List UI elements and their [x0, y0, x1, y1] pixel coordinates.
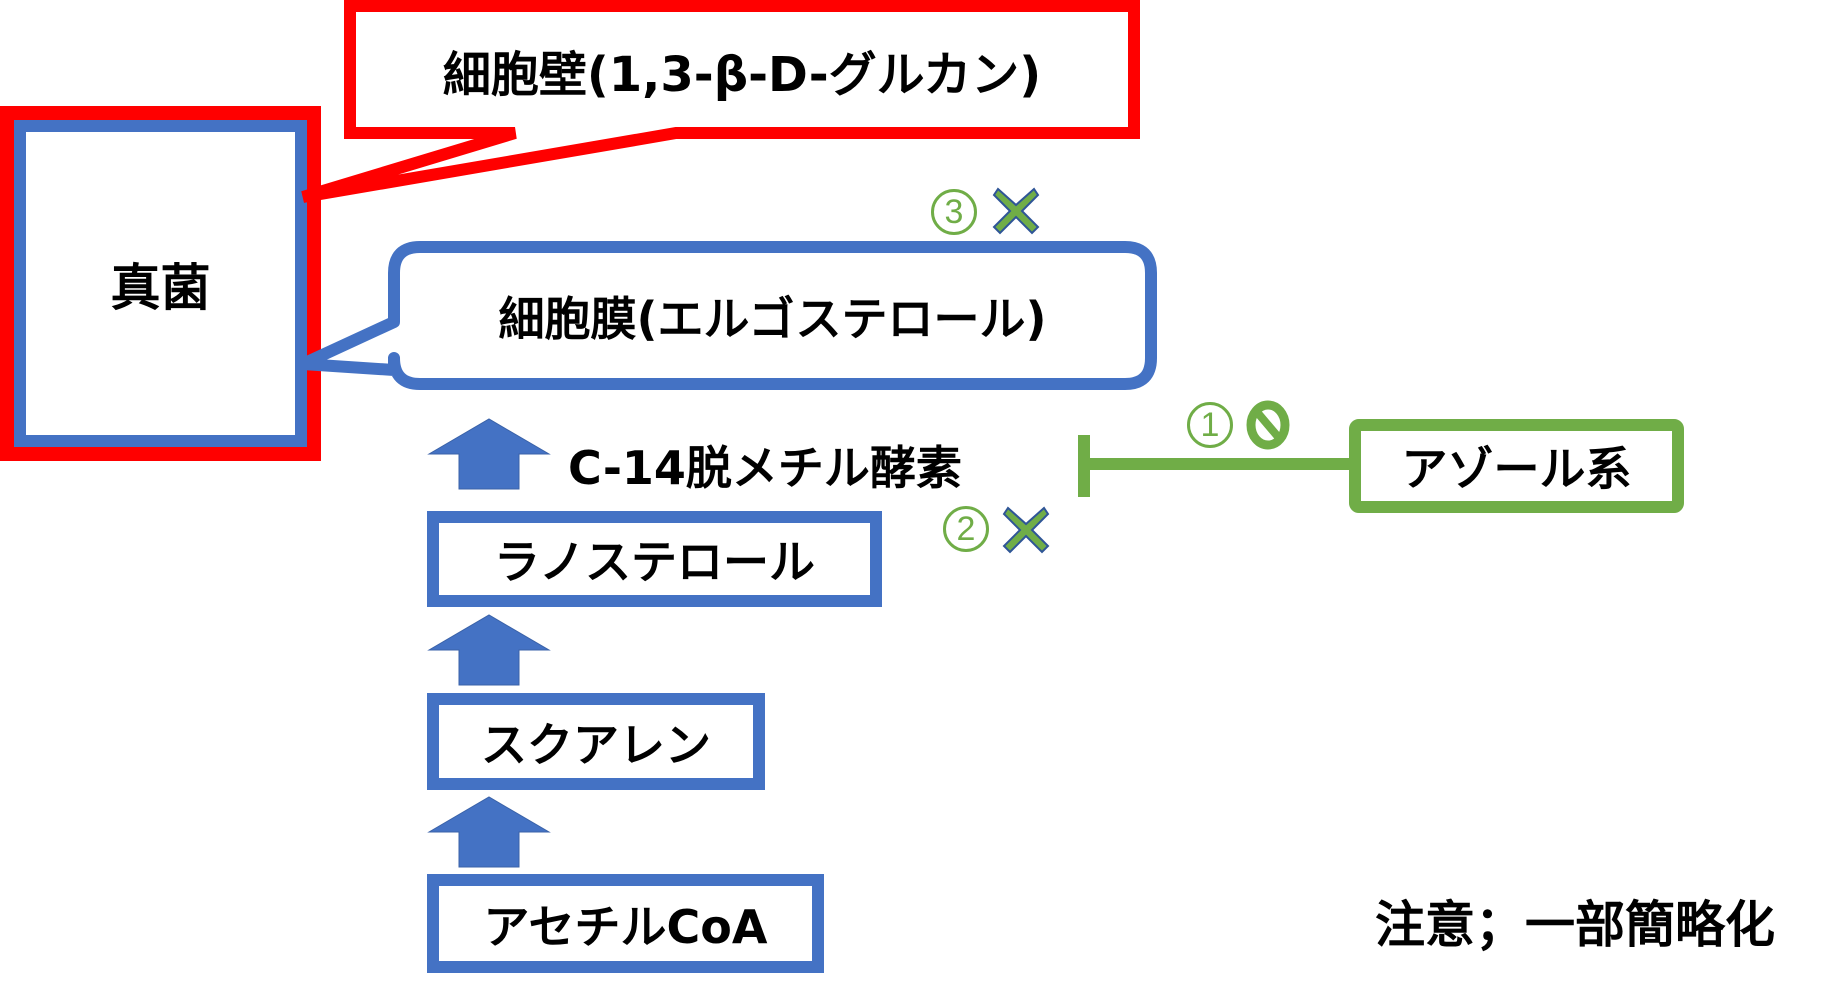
cross-mark-icon [1002, 506, 1050, 554]
fungus-box-inner [14, 120, 307, 447]
acetylcoa-box [427, 874, 824, 973]
cell-membrane-callout [297, 241, 1157, 390]
fungus-box-outer [0, 106, 321, 461]
marker-3-number: 3 [931, 189, 977, 235]
simplification-note: 注意；一部簡略化 [1375, 896, 1775, 954]
arrow-up-1 [427, 418, 551, 490]
enzyme-label: C-14脱メチル酵素 [568, 441, 962, 495]
cell-wall-label: 細胞壁(1,3-β-D-グルカン) [442, 46, 1042, 103]
lanosterol-box [427, 511, 882, 607]
squalene-box [427, 693, 765, 790]
squalene-label: スクアレン [481, 717, 711, 772]
cell-wall-callout [301, 0, 1140, 203]
arrow-up-2 [427, 614, 551, 686]
acetylcoa-label: アセチルCoA [483, 899, 768, 954]
lanosterol-label: ラノステロール [493, 535, 816, 589]
cross-mark-icon [992, 187, 1040, 235]
azole-label: アゾール系 [1401, 442, 1632, 496]
arrow-up-3 [427, 796, 551, 868]
cell-membrane-label: 細胞膜(エルゴステロール) [498, 291, 1047, 346]
marker-1-number: 1 [1187, 402, 1233, 448]
azole-box [1349, 419, 1684, 513]
marker-2-number: 2 [943, 506, 989, 552]
prohibited-icon [1246, 400, 1290, 450]
fungus-label: 真菌 [110, 258, 211, 317]
